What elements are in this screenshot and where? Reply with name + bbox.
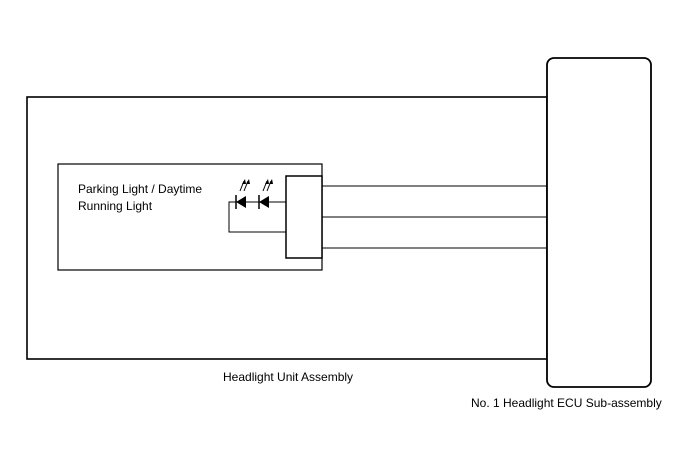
parking-light-box <box>57 163 323 271</box>
headlight-ecu-label: No. 1 Headlight ECU Sub-assembly <box>471 396 662 410</box>
led-icon <box>235 179 250 209</box>
parking-light-label-line1: Parking Light / Daytime <box>78 182 202 196</box>
connector <box>285 175 323 259</box>
headlight-ecu-box <box>546 57 652 388</box>
led-icon <box>258 179 273 209</box>
led-circuit <box>228 201 286 233</box>
headlight-unit-assembly-label: Headlight Unit Assembly <box>223 370 353 384</box>
parking-light-label-line2: Running Light <box>78 199 153 213</box>
